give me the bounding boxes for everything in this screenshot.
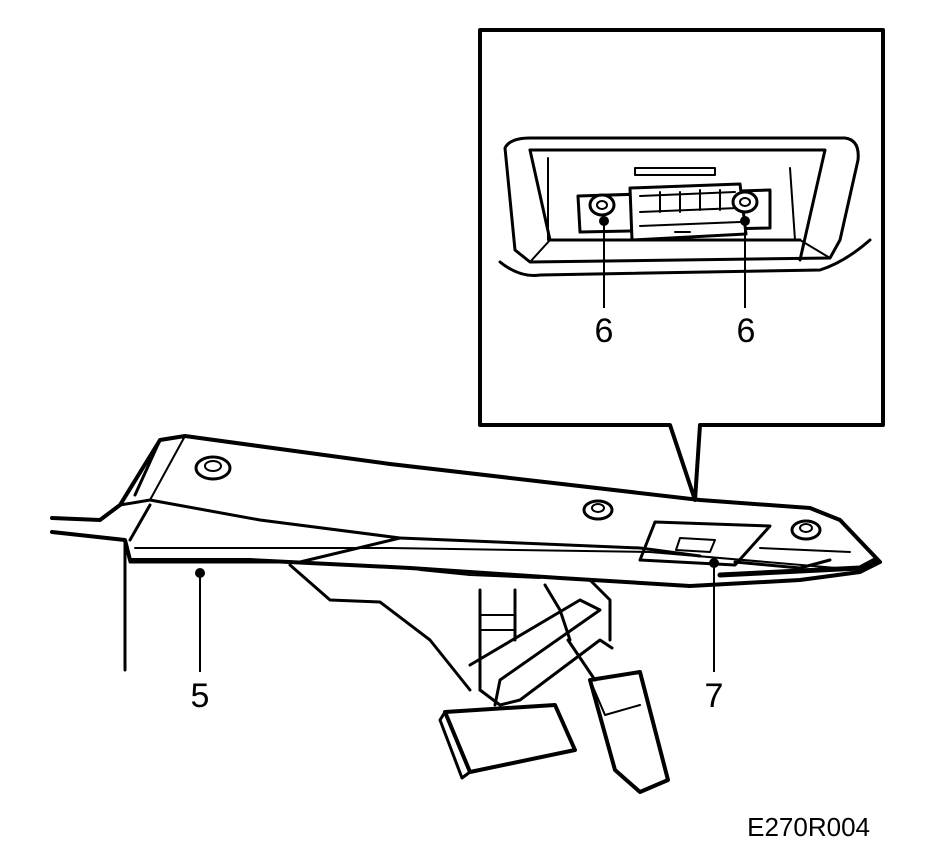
- callout-lower-panel: 5: [191, 677, 210, 715]
- dashboard-lower-panel: [50, 434, 882, 672]
- callout-diagnostic-connector: 7: [705, 677, 724, 715]
- detail-inset: [478, 28, 885, 502]
- leader-lines: [195, 216, 750, 672]
- callout-bolt-left: 6: [595, 312, 614, 350]
- figure-code: E270R004: [747, 812, 870, 842]
- pedal-assembly: [288, 563, 670, 794]
- callout-bolt-right: 6: [737, 312, 756, 350]
- leader-dot-lower-panel: [195, 568, 205, 578]
- leader-dot-bolt-right: [740, 216, 750, 226]
- leader-dot-bolt-left: [599, 216, 609, 226]
- leader-dot-diagnostic-connector: [709, 558, 719, 568]
